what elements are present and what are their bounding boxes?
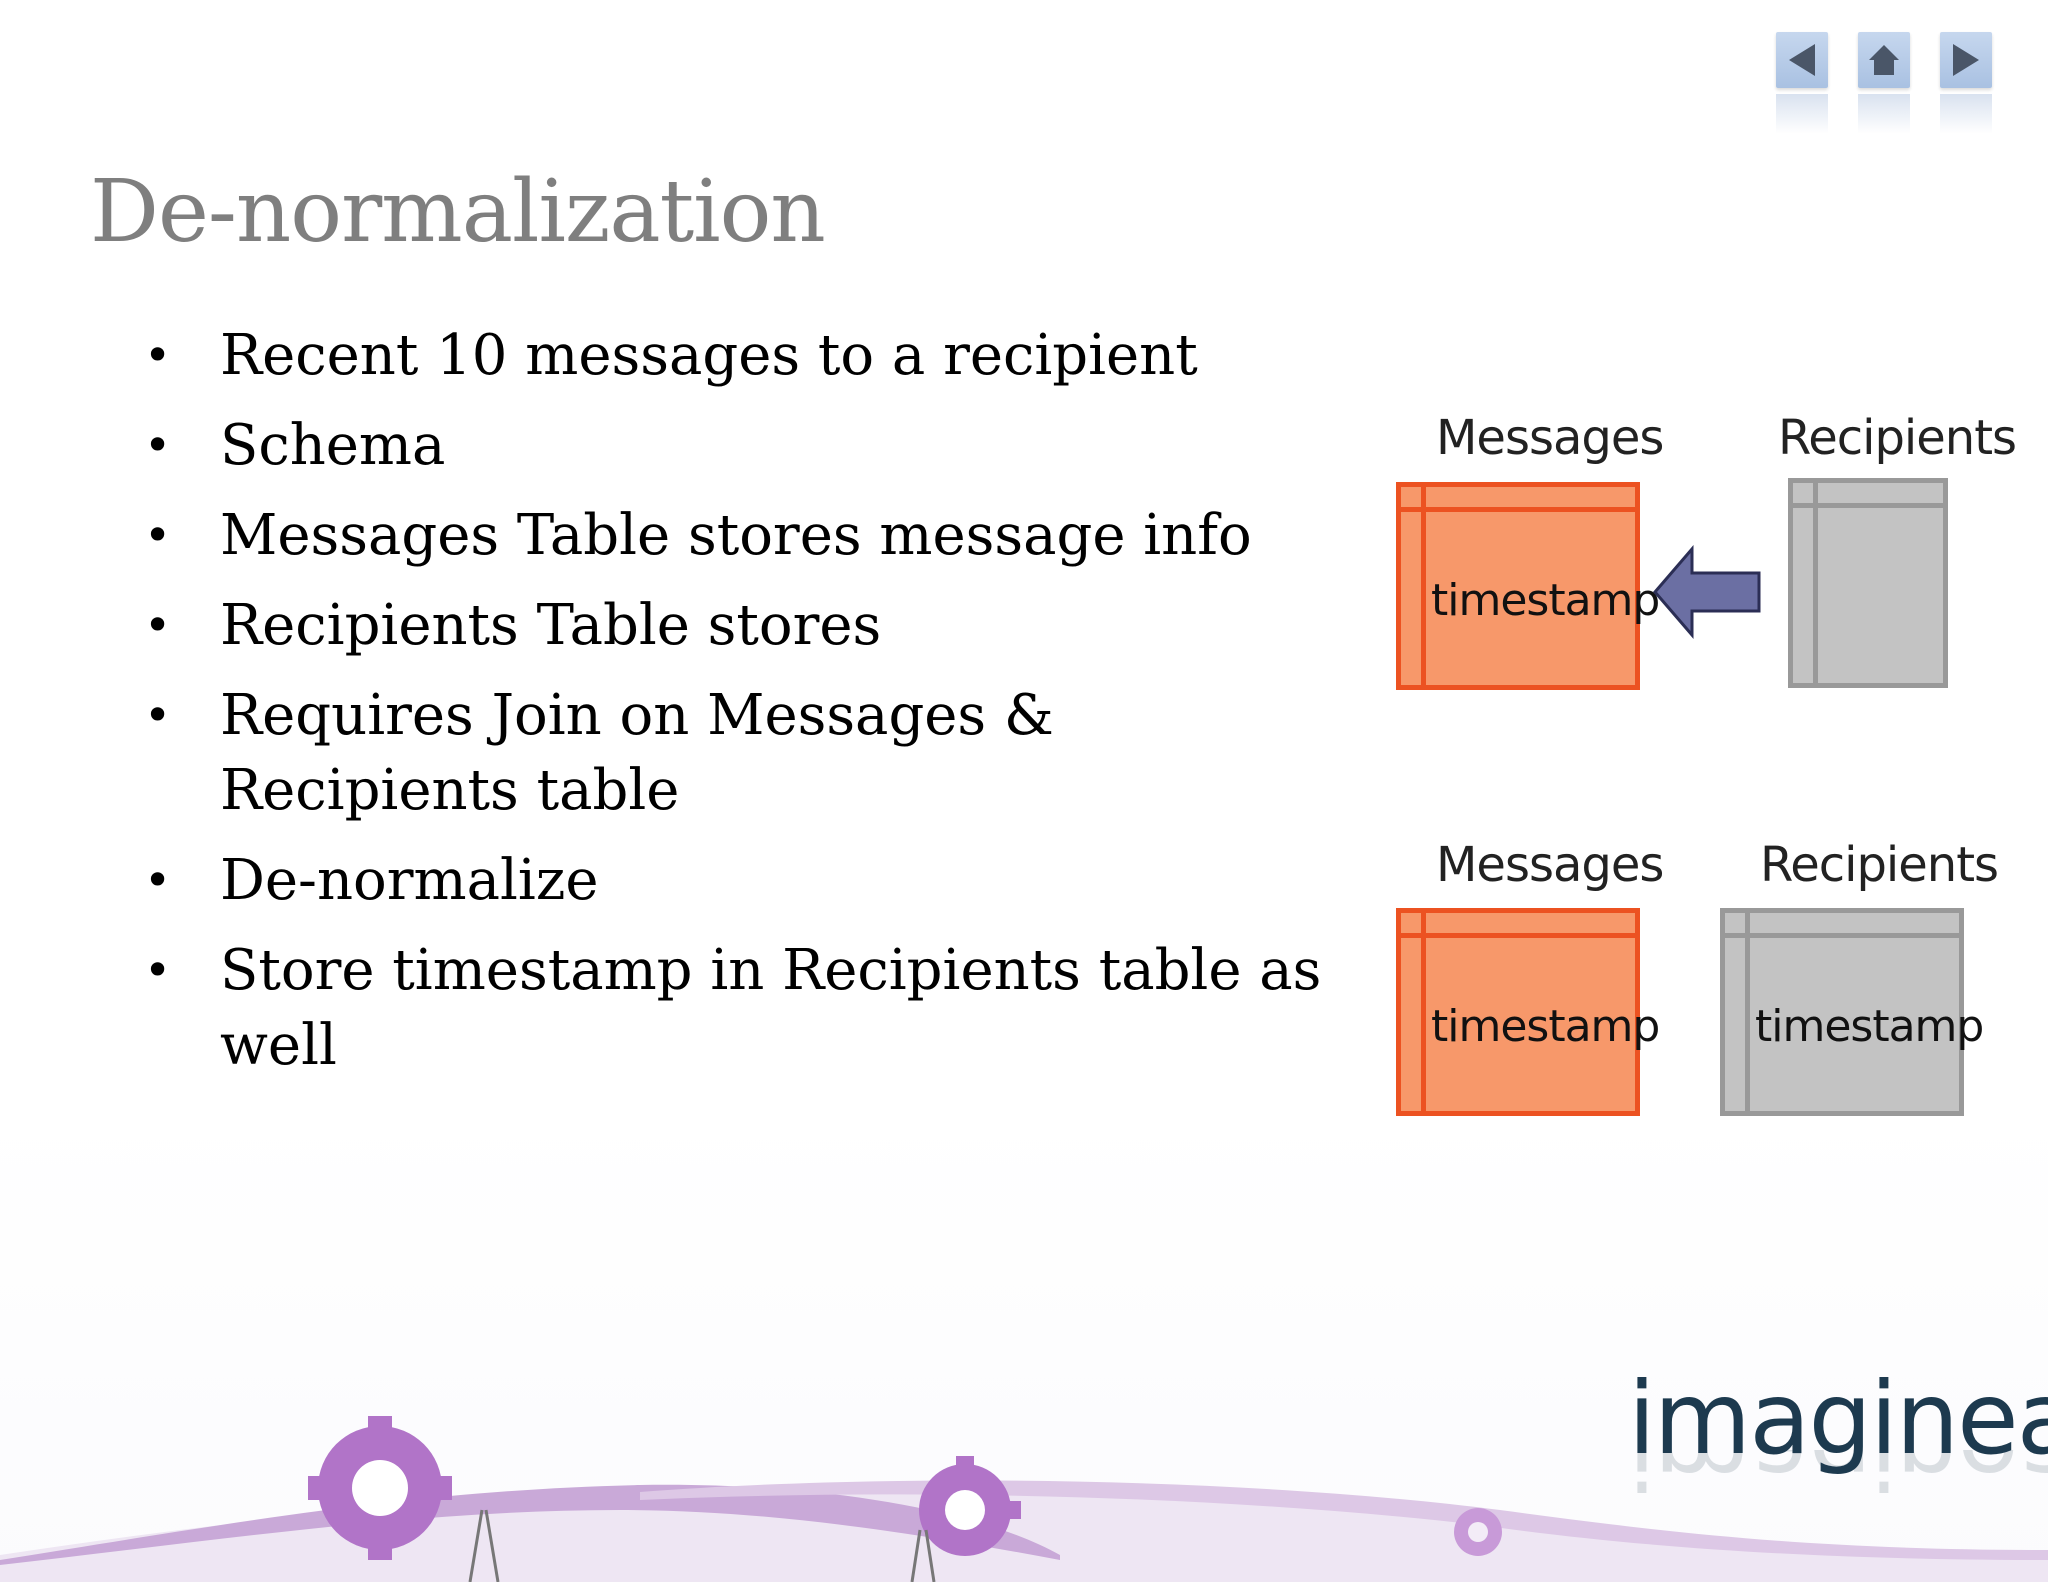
imaginea-logo: imaginea	[1628, 1360, 2048, 1477]
bullet-item: • Store timestamp in Recipients table as …	[140, 933, 1340, 1083]
recipients-table	[1788, 478, 1948, 688]
button-reflection	[1940, 94, 1992, 134]
footer-swoosh	[0, 1416, 2048, 1582]
table-header-line	[1401, 507, 1635, 512]
messages-table-label: Messages	[1436, 410, 1664, 466]
messages-timestamp-field: timestamp	[1431, 575, 1660, 626]
gear-icon	[919, 1456, 1021, 1556]
table-column-line	[1813, 483, 1818, 683]
bullet-icon: •	[144, 853, 172, 907]
messages-table: timestamp	[1396, 482, 1660, 690]
logo-reflection: imaginea	[1628, 1450, 2048, 1510]
bullet-item: • De-normalize	[140, 843, 1370, 918]
left-arrow-icon	[1653, 545, 1761, 640]
bullet-item: • Messages Table stores message info	[140, 498, 1370, 573]
bullet-item: • Requires Join on Messages & Recipients …	[140, 678, 1340, 828]
bullet-text: Requires Join on Messages & Recipients t…	[220, 683, 1054, 823]
bullet-text: Recent 10 messages to a recipient	[220, 323, 1198, 388]
gear-icon	[1454, 1508, 1502, 1556]
recipients-timestamp-field: timestamp	[1755, 1001, 1984, 1052]
bullet-list: • Recent 10 messages to a recipient • Sche…	[140, 318, 1370, 1098]
previous-slide-button[interactable]	[1776, 32, 1828, 134]
table-header-line	[1401, 933, 1635, 938]
recipients-table-label: Recipients	[1760, 837, 1999, 893]
ladder-icon	[468, 1509, 936, 1582]
bullet-icon: •	[144, 598, 172, 652]
messages-table-denormalized: timestamp	[1396, 908, 1660, 1116]
bullet-icon: •	[144, 328, 172, 382]
home-icon	[1869, 45, 1899, 75]
bullet-text: Messages Table stores message info	[220, 503, 1252, 568]
messages-table-label: Messages	[1436, 837, 1664, 893]
table-column-line	[1745, 913, 1750, 1111]
bullet-icon: •	[144, 688, 172, 742]
button-reflection	[1858, 94, 1910, 134]
bullet-icon: •	[144, 508, 172, 562]
bullet-item: • Schema	[140, 408, 1370, 483]
bullet-icon: •	[144, 943, 172, 997]
bullet-text: Schema	[220, 413, 446, 478]
messages-timestamp-field: timestamp	[1431, 1001, 1660, 1052]
table-column-line	[1421, 913, 1426, 1111]
gear-icon	[308, 1416, 452, 1560]
slide-title: De-normalization	[90, 162, 826, 262]
table-column-line	[1421, 487, 1426, 685]
home-button[interactable]	[1858, 32, 1910, 134]
next-slide-button[interactable]	[1940, 32, 1992, 134]
button-reflection	[1776, 94, 1828, 134]
bullet-text: Recipients Table stores	[220, 593, 882, 658]
recipients-table-denormalized: timestamp	[1720, 908, 1984, 1116]
table-header-line	[1793, 503, 1943, 508]
bullet-text: De-normalize	[220, 848, 599, 913]
table-header-line	[1725, 933, 1959, 938]
bullet-text: Store timestamp in Recipients table as w…	[220, 938, 1322, 1078]
bullet-item: • Recipients Table stores	[140, 588, 1370, 663]
bullet-item: • Recent 10 messages to a recipient	[140, 318, 1370, 393]
next-slide-icon	[1953, 44, 1979, 76]
recipients-table-label: Recipients	[1778, 410, 2017, 466]
bullet-icon: •	[144, 418, 172, 472]
previous-slide-icon	[1789, 44, 1815, 76]
